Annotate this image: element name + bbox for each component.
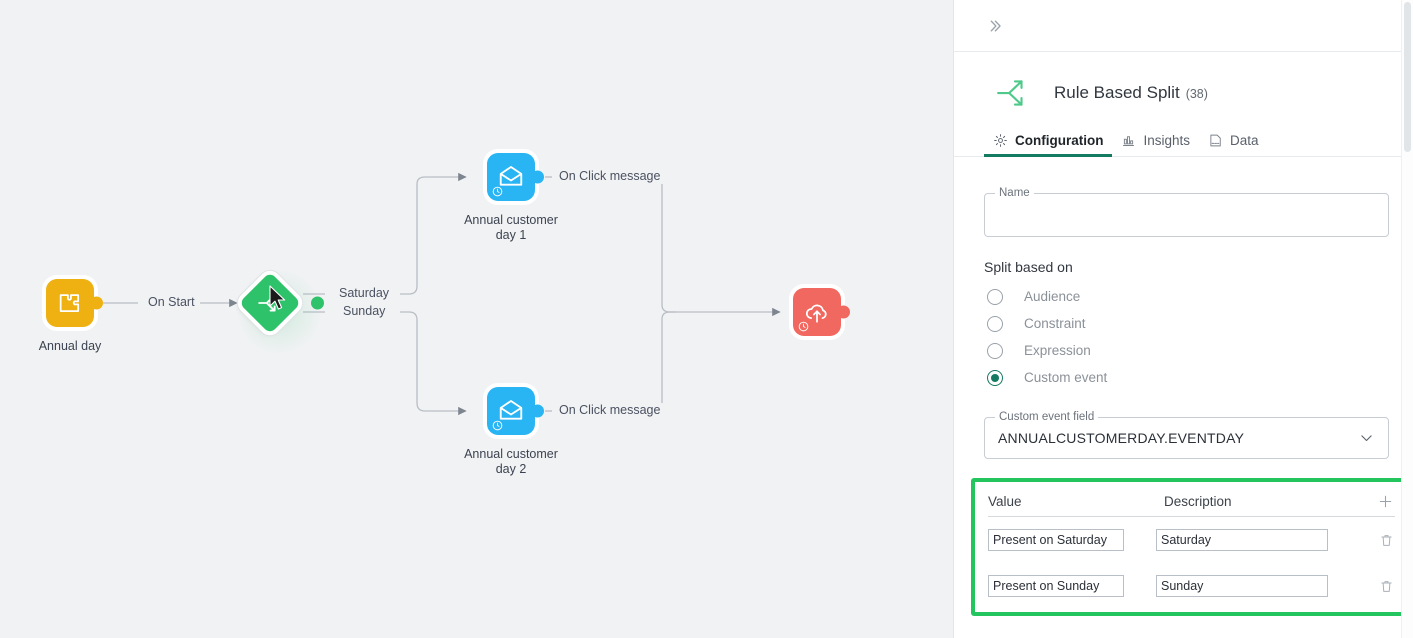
- row-value-input[interactable]: Present on Sunday: [988, 575, 1124, 597]
- chevron-down-icon[interactable]: [1358, 430, 1375, 447]
- clock-badge-icon: [798, 321, 809, 332]
- tab-configuration-label: Configuration: [1015, 133, 1104, 148]
- flow-canvas[interactable]: Annual day: [0, 0, 953, 638]
- radio-option-constraint[interactable]: Constraint: [984, 310, 1389, 337]
- node-annual-customer-day-2-port[interactable]: [531, 404, 544, 418]
- radio-constraint-circle[interactable]: [987, 315, 1003, 332]
- node-annual-customer-day-1-label: Annual customer day 1: [464, 213, 558, 243]
- edge-label-on-click-message-2: On Click message: [554, 403, 666, 418]
- radio-option-expression[interactable]: Expression: [984, 337, 1389, 364]
- node-annual-customer-day-1-port[interactable]: [531, 170, 544, 184]
- node-annual-day-box[interactable]: [46, 279, 103, 327]
- radio-audience-label: Audience: [1024, 289, 1081, 304]
- envelope-icon: [499, 166, 523, 186]
- node-annual-customer-day-2-box[interactable]: [487, 387, 544, 435]
- name-field[interactable]: Name: [984, 187, 1389, 237]
- radio-audience-circle[interactable]: [987, 288, 1003, 305]
- node-rule-based-split[interactable]: [234, 267, 324, 357]
- gear-icon: [994, 134, 1007, 147]
- panel-tabs: Configuration Insights Data: [954, 124, 1413, 157]
- delete-row-button[interactable]: [1377, 531, 1395, 549]
- node-cloud-upload-box[interactable]: [793, 288, 850, 336]
- collapse-panel-button[interactable]: [984, 15, 1006, 37]
- radio-option-custom-event[interactable]: Custom event: [984, 364, 1389, 391]
- delete-row-button[interactable]: [1377, 577, 1395, 595]
- node-annual-customer-day-1[interactable]: Annual customer day 1: [464, 153, 558, 242]
- node-annual-customer-day-2-label: Annual customer day 2: [464, 447, 558, 477]
- edge-label-sunday: Sunday: [338, 304, 391, 319]
- custom-event-field-select[interactable]: Custom event field ANNUALCUSTOMERDAY.EVE…: [984, 411, 1389, 459]
- tab-insights-label: Insights: [1143, 133, 1191, 148]
- puzzle-icon: [59, 294, 80, 313]
- row-value-input[interactable]: Present on Saturday: [988, 529, 1124, 551]
- panel-scrollbar[interactable]: [1401, 0, 1413, 638]
- table-column-description: Description: [1164, 493, 1232, 509]
- add-row-button[interactable]: [1375, 491, 1395, 511]
- node-annual-customer-day-1-box[interactable]: [487, 153, 544, 201]
- chevron-double-right-icon: [990, 19, 1001, 32]
- node-cloud-upload[interactable]: [793, 288, 850, 336]
- panel-body: Name Split based on Audience Constraint …: [954, 157, 1413, 459]
- cloud-upload-icon: [806, 304, 827, 323]
- split-icon: [258, 294, 276, 312]
- node-split-port[interactable]: [311, 296, 324, 310]
- custom-event-field-legend: Custom event field: [995, 411, 1099, 424]
- panel-title: Rule Based Split (38): [1054, 83, 1208, 103]
- table-column-value: Value: [988, 493, 1022, 509]
- table-row: Present on Saturday Saturday: [975, 517, 1408, 563]
- node-annual-customer-day-2[interactable]: Annual customer day 2: [464, 387, 558, 476]
- sql-icon: [1210, 134, 1221, 147]
- label-line-2: day 1: [495, 228, 527, 242]
- node-annual-day-port[interactable]: [90, 296, 103, 310]
- node-annual-day-label: Annual day: [38, 339, 102, 353]
- envelope-icon: [499, 400, 523, 420]
- edge-label-on-start: On Start: [143, 295, 200, 310]
- trash-icon: [1380, 580, 1392, 592]
- panel-scrollbar-thumb[interactable]: [1404, 2, 1411, 152]
- clock-badge-icon: [492, 186, 503, 197]
- split-based-on-title: Split based on: [984, 259, 1073, 275]
- page-title: Rule Based Split: [1054, 83, 1180, 102]
- tab-data[interactable]: Data: [1199, 133, 1268, 156]
- radio-custom-event-label: Custom event: [1024, 370, 1108, 385]
- panel-topbar: [954, 0, 1413, 52]
- radio-expression-circle[interactable]: [987, 342, 1003, 359]
- node-annual-day[interactable]: Annual day: [39, 279, 103, 353]
- node-cloud-upload-port[interactable]: [837, 305, 850, 319]
- radio-option-audience[interactable]: Audience: [984, 283, 1389, 310]
- label-line-1: Annual customer: [464, 447, 558, 461]
- name-field-legend: Name: [995, 187, 1034, 200]
- custom-event-field-value: ANNUALCUSTOMERDAY.EVENTDAY: [998, 430, 1245, 446]
- radio-constraint-label: Constraint: [1024, 316, 1086, 331]
- config-panel: Rule Based Split (38) Configuration: [953, 0, 1413, 638]
- table-row: Present on Sunday Sunday: [975, 563, 1408, 609]
- clock-badge-icon: [492, 420, 503, 431]
- node-count-badge: (38): [1185, 87, 1208, 101]
- radio-custom-event-circle[interactable]: [987, 369, 1003, 386]
- edge-label-on-click-message-1: On Click message: [554, 169, 666, 184]
- plus-icon: [1379, 495, 1391, 507]
- bar-chart-icon: [1123, 136, 1135, 146]
- tab-configuration[interactable]: Configuration: [984, 133, 1113, 157]
- tab-data-label: Data: [1230, 133, 1259, 148]
- radio-expression-label: Expression: [1024, 343, 1091, 358]
- trash-icon: [1380, 534, 1392, 546]
- panel-header: Rule Based Split (38): [954, 52, 1413, 124]
- split-icon: [997, 80, 1023, 106]
- tab-insights[interactable]: Insights: [1112, 133, 1199, 156]
- value-description-table: Value Description Present on Saturday Sa…: [971, 478, 1412, 616]
- label-line-1: Annual customer: [464, 213, 558, 227]
- table-header-row: Value Description: [988, 486, 1395, 517]
- row-description-input[interactable]: Sunday: [1156, 575, 1328, 597]
- edge-label-saturday: Saturday: [334, 286, 395, 301]
- row-description-input[interactable]: Saturday: [1156, 529, 1328, 551]
- label-line-2: day 2: [495, 462, 527, 476]
